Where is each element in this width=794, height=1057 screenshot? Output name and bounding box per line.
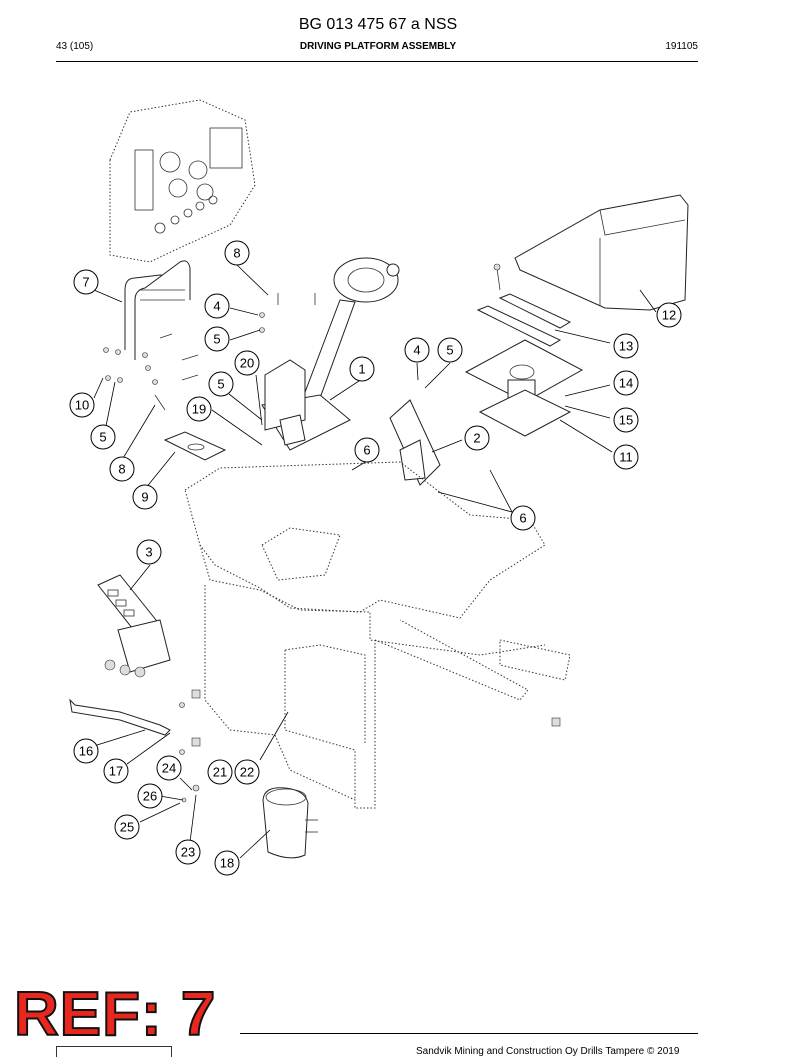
callout-7: 7 bbox=[73, 269, 99, 295]
svg-text:15: 15 bbox=[619, 413, 633, 428]
callout-16: 16 bbox=[73, 738, 99, 764]
bolts-lower bbox=[179, 689, 201, 803]
svg-text:1: 1 bbox=[358, 362, 365, 377]
svg-text:13: 13 bbox=[619, 339, 633, 354]
platform-floor bbox=[184, 461, 571, 809]
svg-text:11: 11 bbox=[619, 450, 633, 465]
svg-text:20: 20 bbox=[240, 356, 254, 371]
callout-4b: 4 bbox=[404, 337, 430, 363]
svg-text:6: 6 bbox=[363, 443, 370, 458]
svg-text:3: 3 bbox=[145, 545, 152, 560]
callout-10: 10 bbox=[69, 392, 95, 418]
svg-text:26: 26 bbox=[143, 789, 157, 804]
svg-text:25: 25 bbox=[120, 820, 134, 835]
callout-15: 15 bbox=[613, 407, 639, 433]
callout-18: 18 bbox=[214, 850, 240, 876]
callout-5d: 5 bbox=[90, 424, 116, 450]
svg-text:9: 9 bbox=[141, 490, 148, 505]
callout-25: 25 bbox=[114, 814, 140, 840]
document-number: BG 013 475 67 a NSS bbox=[298, 16, 458, 33]
callout-19: 19 bbox=[186, 396, 212, 422]
svg-text:8: 8 bbox=[233, 246, 240, 261]
footer-rule bbox=[240, 1033, 698, 1034]
callout-6b: 6 bbox=[510, 505, 536, 531]
svg-text:23: 23 bbox=[181, 845, 195, 860]
seat-base bbox=[464, 339, 584, 437]
callout-26: 26 bbox=[137, 783, 163, 809]
date-code: 191105 bbox=[665, 41, 698, 52]
callout-14: 14 bbox=[613, 370, 639, 396]
svg-text:5: 5 bbox=[217, 377, 224, 392]
callout-13: 13 bbox=[613, 333, 639, 359]
svg-text:17: 17 bbox=[109, 764, 123, 779]
callout-22: 22 bbox=[234, 759, 260, 785]
control-valve bbox=[97, 574, 171, 678]
callout-21: 21 bbox=[207, 759, 233, 785]
svg-text:6: 6 bbox=[519, 511, 526, 526]
svg-text:19: 19 bbox=[192, 402, 206, 417]
svg-text:8: 8 bbox=[118, 462, 125, 477]
callout-17: 17 bbox=[103, 758, 129, 784]
page-number: 43 (105) bbox=[56, 41, 94, 52]
svg-text:2: 2 bbox=[473, 431, 480, 446]
svg-text:10: 10 bbox=[75, 398, 89, 413]
bolts-left bbox=[103, 293, 316, 411]
ref-stamp: REF: 7 bbox=[13, 980, 217, 1049]
svg-text:5: 5 bbox=[446, 343, 453, 358]
svg-text:22: 22 bbox=[240, 765, 254, 780]
cover-plate bbox=[163, 431, 227, 461]
svg-text:21: 21 bbox=[213, 765, 227, 780]
svg-text:18: 18 bbox=[220, 856, 234, 871]
svg-text:5: 5 bbox=[213, 332, 220, 347]
bottle-holder bbox=[262, 787, 318, 859]
header-rule bbox=[56, 61, 698, 62]
footer-copyright: Sandvik Mining and Construction Oy Drill… bbox=[416, 1046, 680, 1057]
callout-3: 3 bbox=[136, 539, 162, 565]
operator-seat bbox=[493, 194, 689, 311]
company-logo bbox=[56, 1046, 172, 1057]
leader-lines bbox=[93, 264, 657, 859]
seat-rail bbox=[476, 293, 572, 347]
callout-4a: 4 bbox=[204, 293, 230, 319]
svg-text:4: 4 bbox=[413, 343, 420, 358]
steering-column bbox=[261, 257, 400, 451]
callout-5a: 5 bbox=[204, 326, 230, 352]
handrail bbox=[124, 260, 191, 360]
callout-6a: 6 bbox=[354, 437, 380, 463]
svg-text:14: 14 bbox=[619, 376, 633, 391]
svg-text:7: 7 bbox=[82, 275, 89, 290]
svg-text:16: 16 bbox=[79, 744, 93, 759]
accelerator-pedal bbox=[389, 399, 441, 486]
callout-20: 20 bbox=[234, 350, 260, 376]
callout-23: 23 bbox=[175, 839, 201, 865]
callout-2: 2 bbox=[464, 425, 490, 451]
callout-9: 9 bbox=[132, 484, 158, 510]
callout-11: 11 bbox=[613, 444, 639, 470]
brackets bbox=[69, 698, 171, 736]
callout-24: 24 bbox=[156, 755, 182, 781]
page-title: DRIVING PLATFORM ASSEMBLY bbox=[299, 41, 457, 52]
callout-8a: 8 bbox=[224, 240, 250, 266]
svg-text:12: 12 bbox=[662, 308, 676, 323]
svg-text:4: 4 bbox=[213, 299, 220, 314]
callout-5b: 5 bbox=[437, 337, 463, 363]
callout-5c: 5 bbox=[208, 371, 234, 397]
callout-1: 1 bbox=[349, 356, 375, 382]
instrument-console bbox=[109, 99, 256, 263]
callout-8b: 8 bbox=[109, 456, 135, 482]
svg-text:5: 5 bbox=[99, 430, 106, 445]
svg-text:24: 24 bbox=[162, 761, 176, 776]
callout-12: 12 bbox=[656, 302, 682, 328]
